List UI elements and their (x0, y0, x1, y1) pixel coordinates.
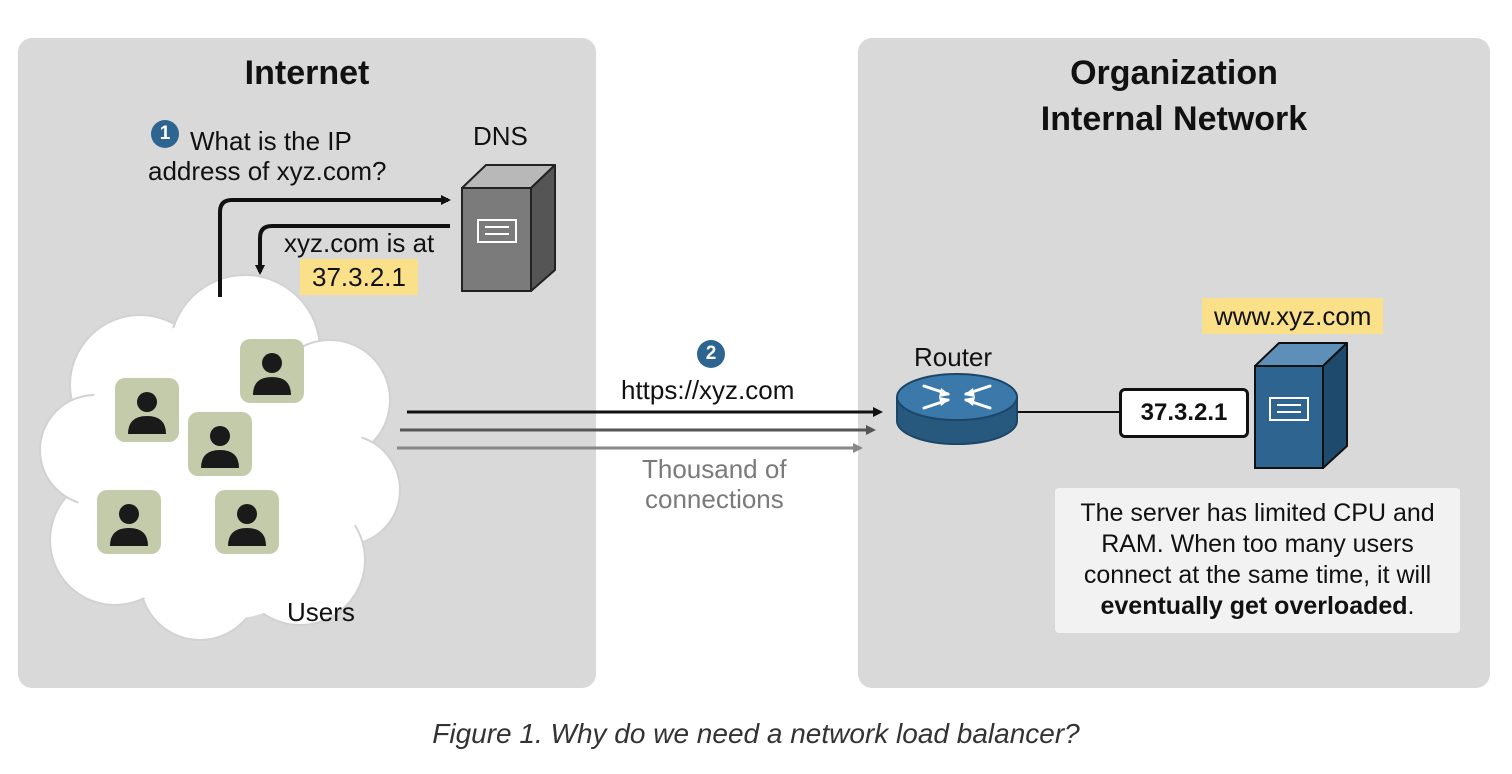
dns-label: DNS (473, 121, 528, 151)
dns-answer-ip: 37.3.2.1 (300, 259, 418, 295)
note-text: The server has limited CPU and RAM. When… (1080, 499, 1435, 589)
server-domain: www.xyz.com (1202, 298, 1384, 334)
org-title-line1: Organization (1070, 54, 1278, 92)
connections-line1: Thousand of (642, 454, 787, 484)
user-icon (188, 412, 252, 476)
internet-title: Internet (244, 54, 370, 92)
dns-question-line2: address of xyz.com? (148, 156, 387, 186)
users-label: Users (287, 597, 355, 627)
user-icon (115, 378, 179, 442)
user-icon (240, 339, 304, 403)
dns-query-arrow (218, 195, 451, 297)
figure-caption: Figure 1. Why do we need a network load … (432, 718, 1080, 749)
server-overload-note: The server has limited CPU and RAM. When… (1055, 488, 1460, 633)
step-2-badge: 2 (697, 340, 725, 368)
dns-question-line1: What is the IP (190, 126, 352, 156)
server-ip: 37.3.2.1 (1119, 388, 1249, 438)
web-server-icon (1254, 342, 1348, 469)
dns-response-arrow (255, 224, 450, 275)
router-label: Router (914, 342, 993, 372)
user-icon (97, 490, 161, 554)
dns-answer-text: xyz.com is at (284, 228, 435, 258)
note-bold-text: eventually get overloaded (1100, 592, 1408, 620)
dns-server-icon (461, 164, 556, 292)
connections-line2: connections (645, 484, 784, 514)
org-title-line2: Internal Network (1040, 100, 1308, 138)
router-icon (896, 373, 1018, 445)
step-1-badge: 1 (151, 120, 179, 148)
request-url: https://xyz.com (621, 375, 795, 405)
user-icon (215, 490, 279, 554)
note-end: . (1407, 592, 1415, 620)
